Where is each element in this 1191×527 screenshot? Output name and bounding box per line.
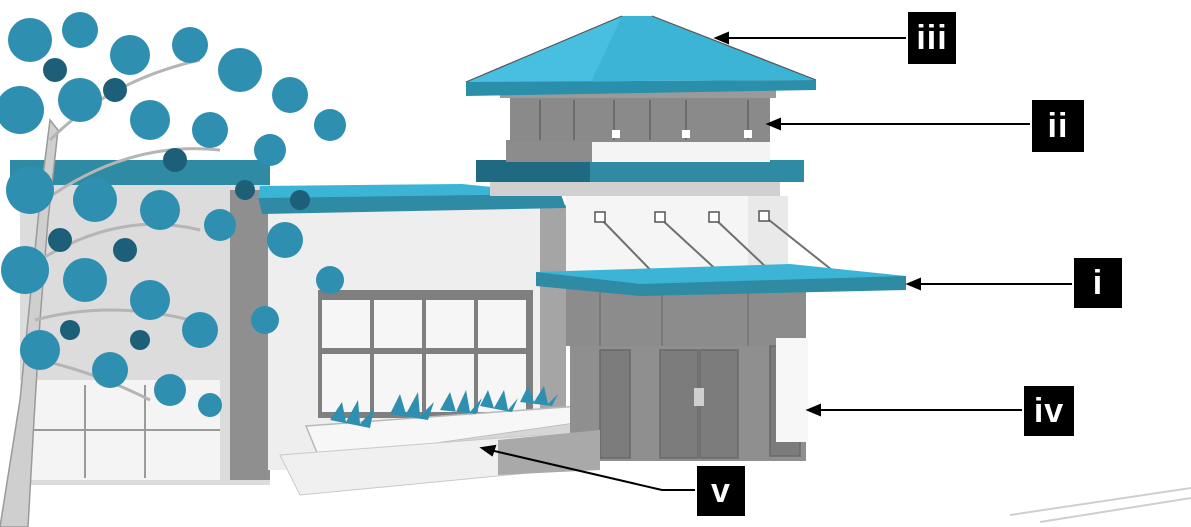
callout-label-iii: iii — [908, 12, 956, 64]
tree — [0, 12, 346, 527]
callout-label-iv: iv — [1024, 386, 1074, 436]
cupola — [500, 88, 776, 142]
callout-label-v: v — [697, 466, 745, 516]
ground-lines — [1009, 487, 1191, 523]
callout-label-ii: ii — [1032, 100, 1084, 152]
callout-label-i: i — [1074, 258, 1122, 308]
tower-mid — [476, 140, 804, 196]
hip-roof — [465, 15, 817, 96]
awning — [536, 210, 906, 296]
window-grid — [318, 290, 533, 418]
callout-arrows — [479, 31, 1072, 491]
